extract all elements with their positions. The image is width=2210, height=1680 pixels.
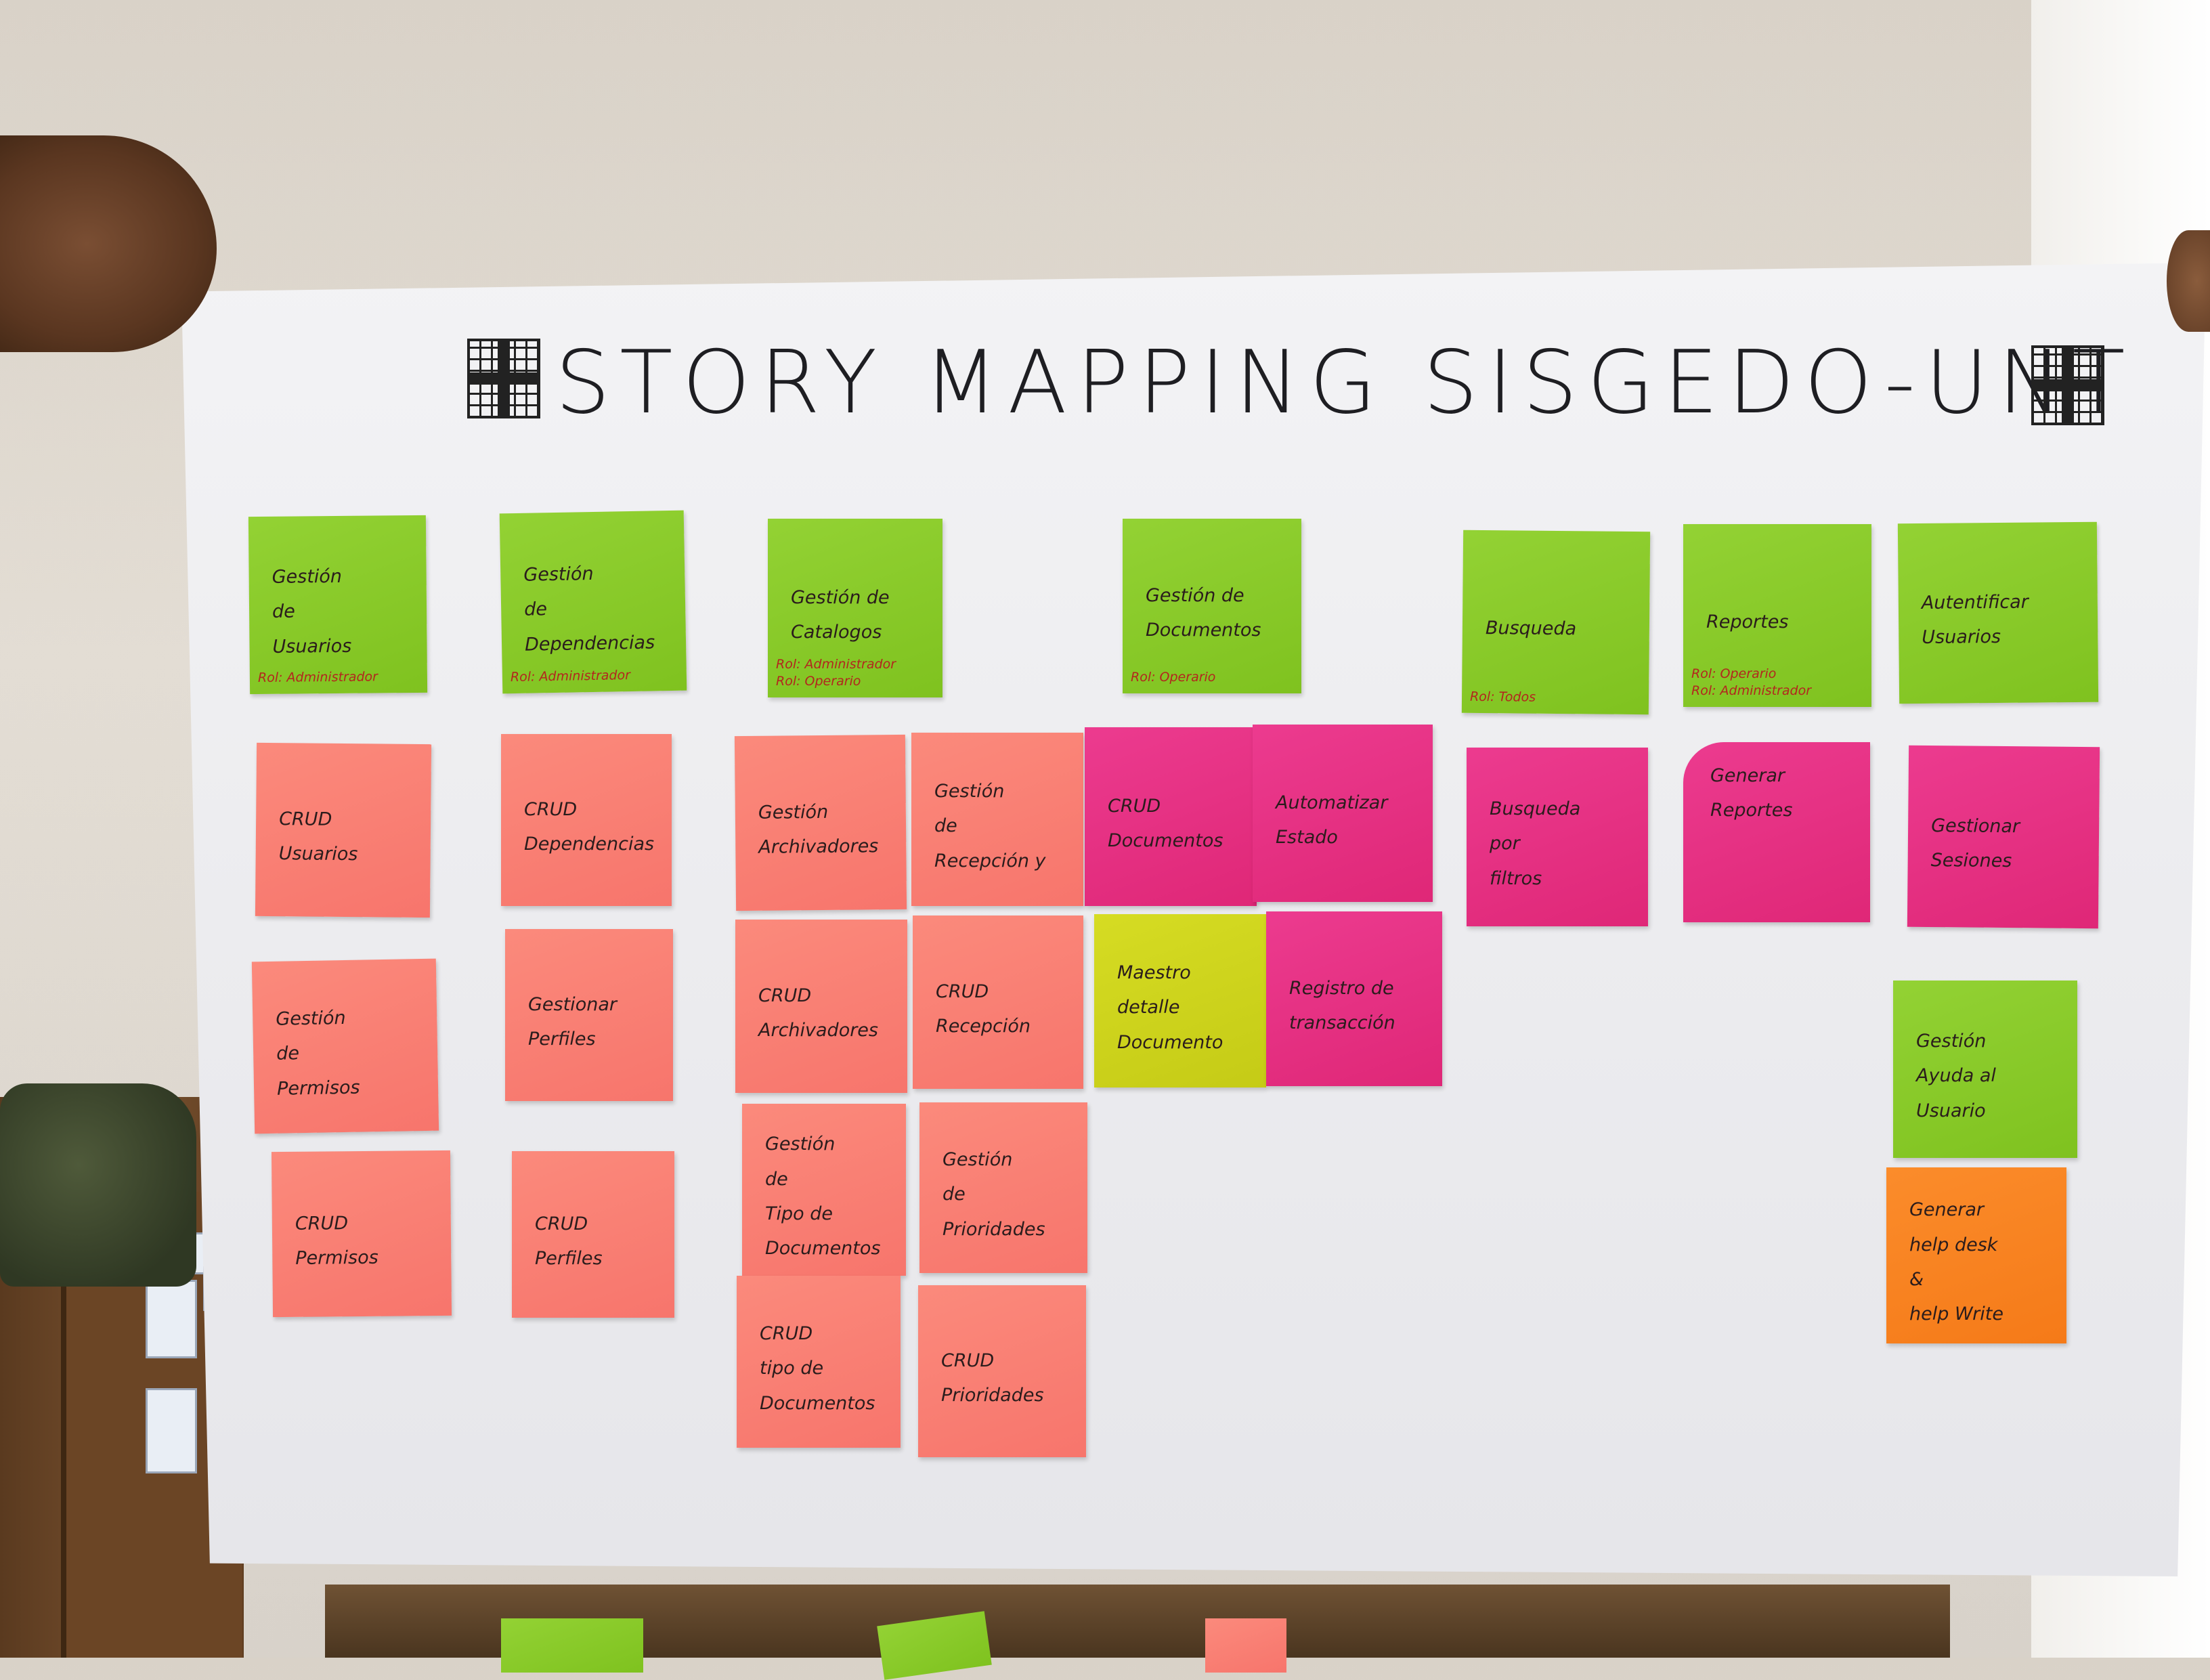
- right-hand: [2167, 230, 2210, 332]
- note-label: CRUD Documentos: [1108, 795, 1223, 851]
- note-label: Gestión de Catalogos: [791, 586, 890, 643]
- sticky-note-autentificar-usuarios: Autentificar Usuarios: [1897, 521, 2099, 704]
- note-label: Automatizar Estado: [1276, 792, 1388, 848]
- note-label: Gestión de Tipo de Documentos: [765, 1134, 881, 1259]
- note-role: Rol: Administrador Rol: Operario: [776, 656, 896, 689]
- sticky-note-maestro-detalle: Maestro detalle Documento: [1094, 914, 1266, 1087]
- note-label: Gestión de Documentos: [1146, 584, 1261, 641]
- note-role: Rol: Operario Rol: Administrador: [1691, 666, 1812, 699]
- note-label: Gestionar Sesiones: [1930, 815, 2020, 872]
- note-label: Gestión de Usuarios: [272, 565, 352, 658]
- sticky-note-gestion-documentos: Gestión de Documentos Rol: Operario: [1123, 519, 1301, 693]
- sticky-note-gestionar-sesiones: Gestionar Sesiones: [1907, 745, 2100, 929]
- sticky-note-registro-transaccion: Registro de transacción: [1266, 911, 1442, 1086]
- note-label: CRUD Permisos: [295, 1212, 378, 1269]
- note-label: Gestión de Prioridades: [942, 1149, 1045, 1240]
- sticky-note-crud-recepcion: CRUD Recepción: [913, 916, 1083, 1089]
- sticky-note-gestion-archivadores: Gestión Archivadores: [734, 734, 907, 911]
- sticky-note-generar-help-desk: Generar help desk & help Write: [1886, 1167, 2066, 1343]
- note-role: Rol: Administrador: [257, 669, 378, 686]
- note-label: CRUD Usuarios: [278, 808, 358, 865]
- note-label: Autentificar Usuarios: [1921, 591, 2029, 648]
- sticky-note-crud-perfiles: CRUD Perfiles: [512, 1151, 674, 1318]
- note-label: CRUD tipo de Documentos: [760, 1323, 875, 1414]
- sticky-note-gestionar-perfiles: Gestionar Perfiles: [505, 929, 673, 1101]
- sticky-note-busqueda: Busqueda Rol: Todos: [1461, 530, 1651, 715]
- sticky-note-gestion-permisos: Gestión de Permisos: [251, 958, 439, 1134]
- sticky-note-gestion-recepcion: Gestión de Recepción y: [911, 733, 1083, 906]
- note-label: Gestión Archivadores: [758, 801, 879, 858]
- sticky-note-generar-reportes: Generar Reportes: [1683, 742, 1870, 922]
- sticky-note-gestion-tipo-documentos: Gestión de Tipo de Documentos: [742, 1104, 906, 1276]
- note-label: CRUD Archivadores: [758, 985, 878, 1041]
- note-label: Busqueda por filtros: [1490, 798, 1581, 889]
- sticky-note-gestion-prioridades: Gestión de Prioridades: [919, 1102, 1087, 1273]
- left-hand: [0, 135, 217, 352]
- note-label: Busqueda: [1485, 618, 1577, 640]
- sticky-note-gestion-catalogos: Gestión de Catalogos Rol: Administrador …: [768, 519, 942, 697]
- note-role: Rol: Administrador: [510, 668, 631, 685]
- note-label: CRUD Dependencias: [524, 798, 655, 855]
- note-label: Registro de transacción: [1289, 977, 1395, 1033]
- sticky-note-crud-documentos: CRUD Documentos: [1085, 727, 1257, 906]
- note-label: CRUD Recepción: [936, 981, 1031, 1037]
- cabinet-sticker: [146, 1388, 197, 1473]
- note-role: Rol: Todos: [1469, 689, 1536, 706]
- loose-sticky-note: [501, 1618, 643, 1673]
- note-label: Gestión de Recepción y: [934, 781, 1046, 871]
- sticky-note-reportes: Reportes Rol: Operario Rol: Administrado…: [1683, 524, 1871, 707]
- sticky-note-busqueda-filtros: Busqueda por filtros: [1467, 748, 1648, 926]
- note-label: Gestión Ayuda al Usuario: [1916, 1031, 1996, 1121]
- green-bag: [0, 1083, 196, 1287]
- note-label: CRUD Prioridades: [941, 1350, 1044, 1406]
- grid-doodle-icon: [2031, 345, 2104, 425]
- sticky-note-gestion-dependencias: Gestión de Dependencias Rol: Administrad…: [499, 510, 687, 694]
- sticky-note-gestion-ayuda: Gestión Ayuda al Usuario: [1893, 981, 2077, 1158]
- note-label: Reportes: [1706, 611, 1789, 633]
- note-label: Gestión de Dependencias: [523, 563, 655, 655]
- sticky-note-crud-permisos: CRUD Permisos: [271, 1150, 452, 1318]
- sticky-note-crud-tipo-documentos: CRUD tipo de Documentos: [737, 1276, 901, 1448]
- note-label: Maestro detalle Documento: [1117, 962, 1223, 1053]
- note-role: Rol: Operario: [1131, 670, 1216, 685]
- sticky-note-crud-archivadores: CRUD Archivadores: [735, 920, 907, 1093]
- sticky-note-crud-prioridades: CRUD Prioridades: [918, 1285, 1086, 1457]
- sticky-note-automatizar-estado: Automatizar Estado: [1253, 725, 1433, 902]
- note-label: Gestión de Permisos: [276, 1008, 360, 1100]
- poster-title: STORY MAPPING SISGEDO-UNT: [555, 332, 2135, 433]
- sticky-note-crud-dependencias: CRUD Dependencias: [501, 734, 672, 906]
- loose-sticky-note: [1205, 1618, 1286, 1673]
- note-label: Generar Reportes: [1710, 765, 1793, 821]
- grid-doodle-icon: [467, 339, 540, 418]
- sticky-note-gestion-usuarios: Gestión de Usuarios Rol: Administrador: [248, 515, 428, 695]
- note-label: CRUD Perfiles: [535, 1213, 603, 1269]
- cabinet-sticker: [146, 1280, 197, 1358]
- note-label: Generar help desk & help Write: [1909, 1199, 2003, 1325]
- note-label: Gestionar Perfiles: [528, 993, 617, 1050]
- sticky-note-crud-usuarios: CRUD Usuarios: [255, 742, 432, 918]
